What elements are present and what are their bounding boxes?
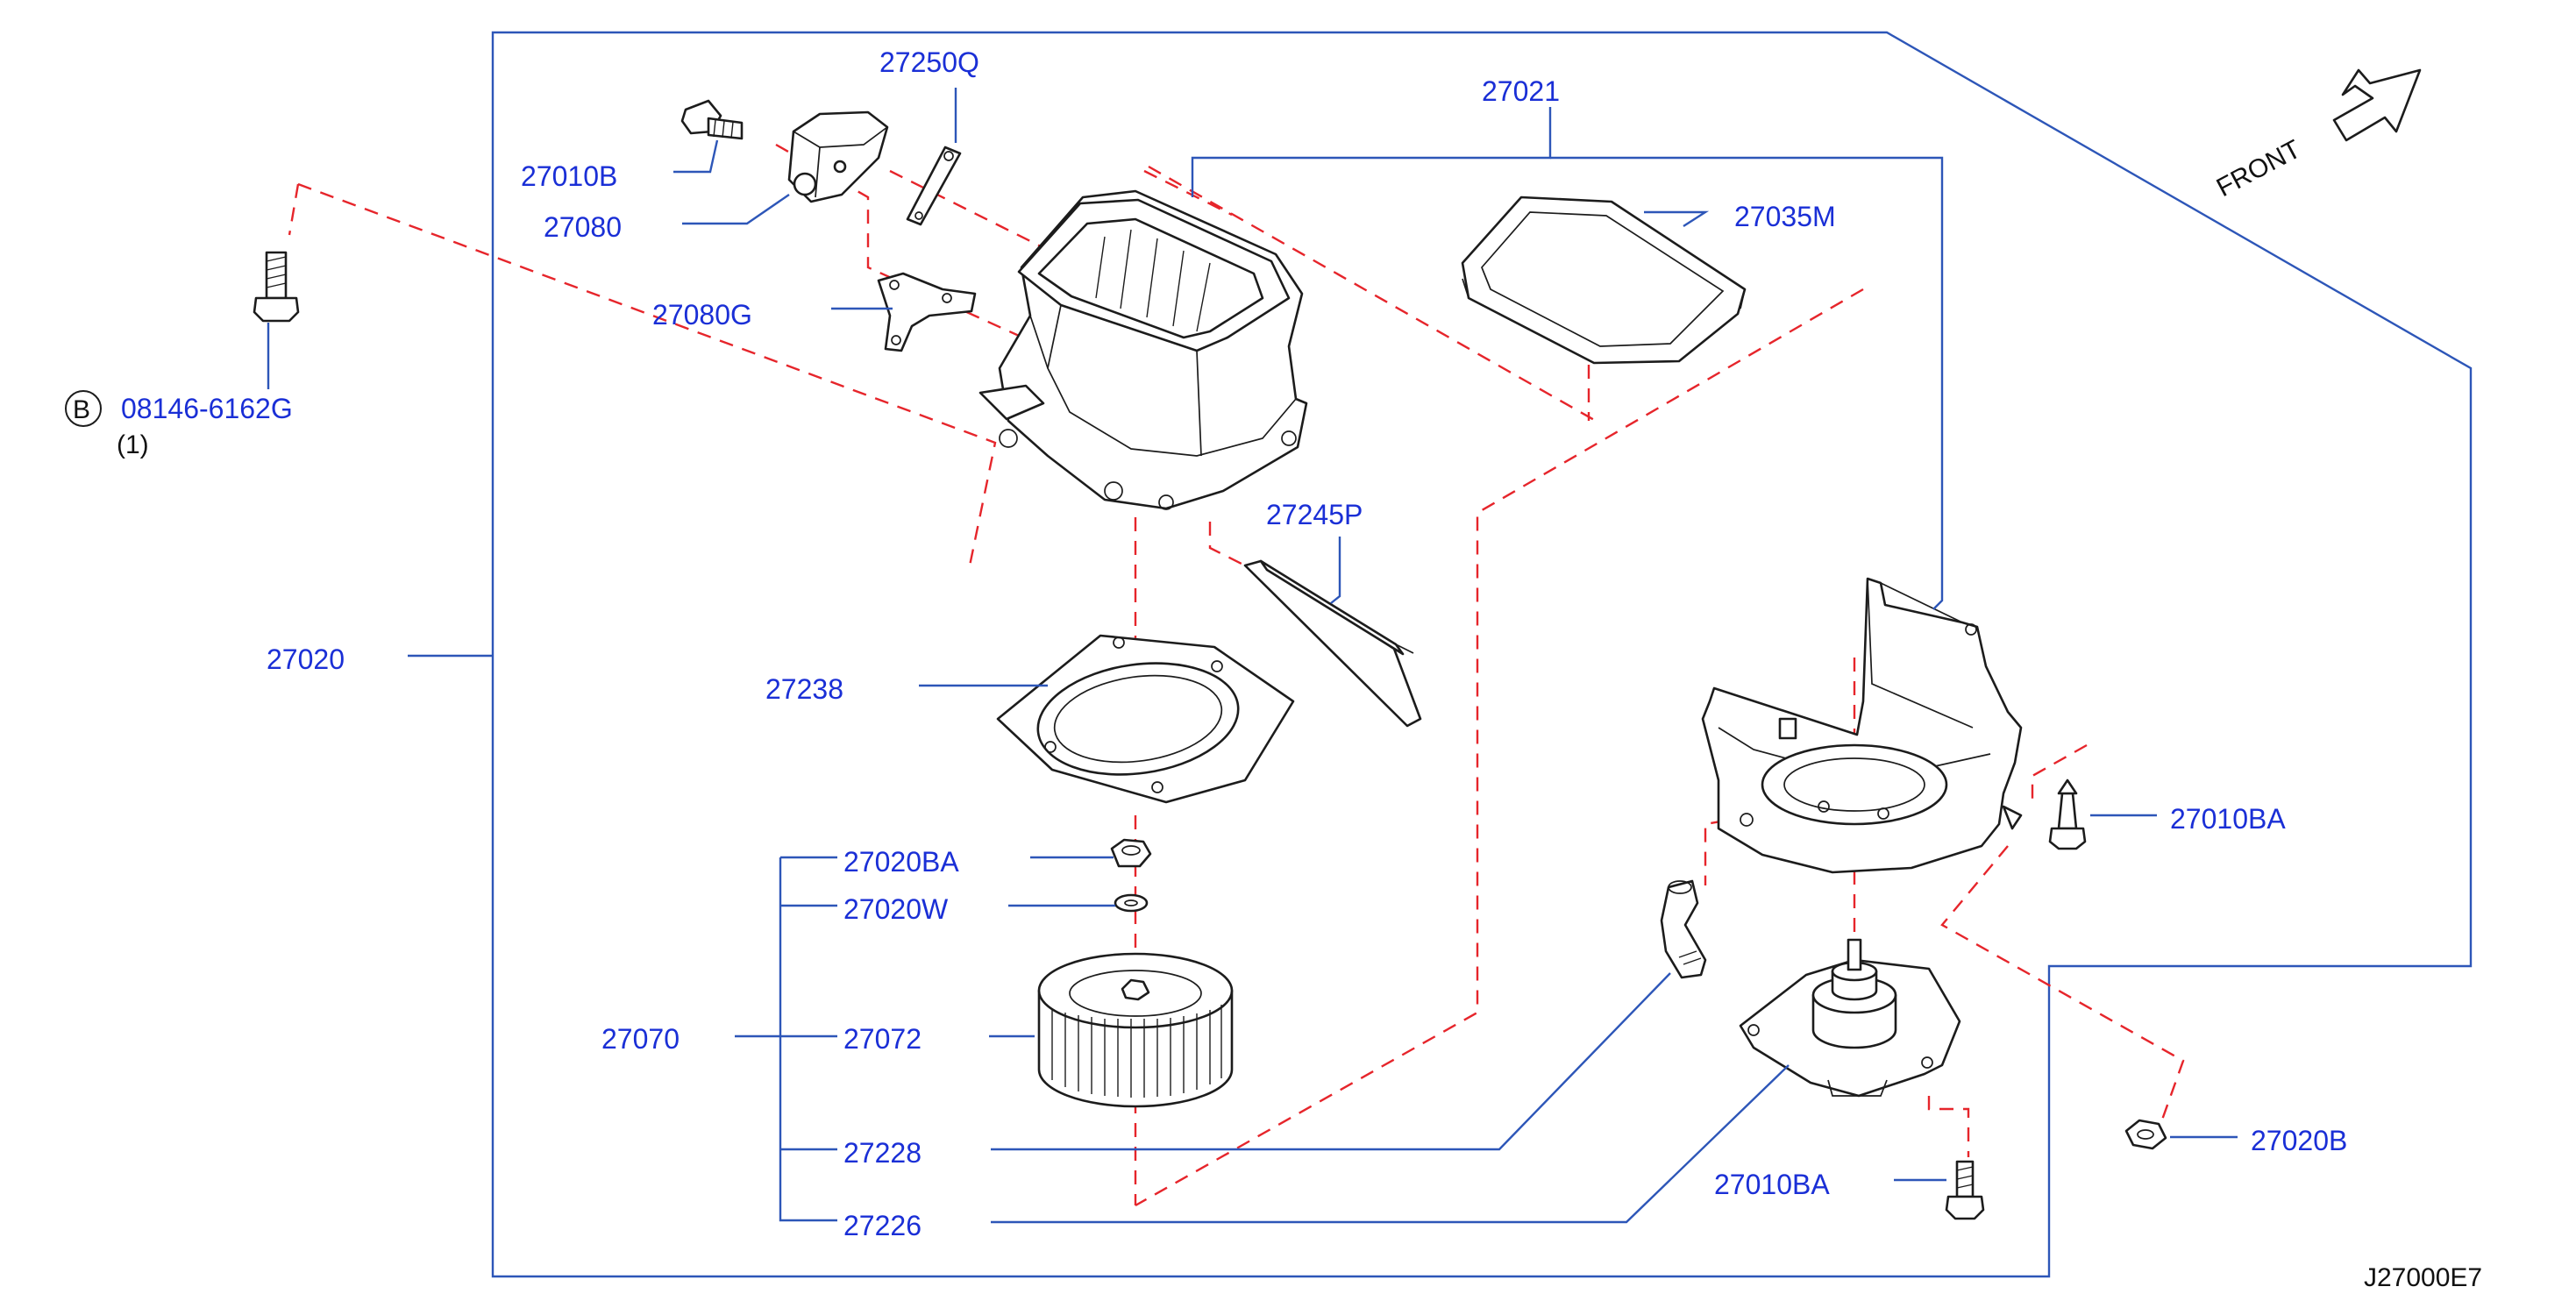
screw-27010ba-right-icon (2048, 778, 2087, 850)
label-27080: 27080 (544, 211, 622, 243)
bracket-27080g-icon (877, 272, 977, 352)
label-27020w: 27020W (843, 893, 949, 925)
label-27080g: 27080G (652, 299, 752, 331)
label-27020b: 27020B (2251, 1125, 2347, 1156)
blower-case-icon (1701, 577, 2023, 874)
label-27035m: 27035M (1734, 201, 1836, 232)
label-27020ba: 27020BA (843, 846, 959, 878)
bolt-spec-badge: B (73, 395, 90, 424)
bolt-08146-icon (253, 251, 300, 323)
label-27021: 27021 (1482, 75, 1560, 107)
assembly-boundary (491, 31, 2473, 1278)
washer-27020w-icon (1114, 893, 1149, 913)
drain-pipe-27228-icon (1660, 879, 1707, 979)
label-27070: 27070 (601, 1023, 680, 1055)
label-27245p: 27245P (1266, 499, 1363, 530)
seal-ring-27035m-icon (1461, 196, 1747, 365)
label-08146-6162g: B 08146-6162G (1) (65, 390, 293, 459)
screw-27010ba-bottom-icon (1945, 1160, 1985, 1220)
blower-motor-27226-icon (1739, 938, 1961, 1098)
link-rod-27250q-icon (906, 146, 962, 226)
bolt-27010b-icon (680, 99, 744, 140)
gasket-plate-27238-icon (996, 634, 1295, 804)
front-arrow-icon (2332, 68, 2422, 142)
nut-27020ba-icon (1110, 838, 1152, 868)
label-27020: 27020 (267, 643, 345, 675)
actuator-27080-icon (787, 110, 889, 203)
label-27072: 27072 (843, 1023, 922, 1055)
bolt-quantity: (1) (117, 430, 149, 459)
intake-housing-27021-icon (978, 189, 1308, 510)
label-27250q: 27250Q (879, 46, 979, 78)
diagram-code: J27000E7 (2364, 1263, 2482, 1292)
blower-fan-27072-icon (1037, 952, 1234, 1108)
label-27238: 27238 (765, 673, 843, 705)
svg-text:08146-6162G: 08146-6162G (121, 393, 293, 424)
label-27226: 27226 (843, 1210, 922, 1241)
nut-27020b-icon (2124, 1119, 2167, 1150)
label-27010ba-bottom: 27010BA (1714, 1169, 1830, 1200)
front-label: FRONT (2212, 135, 2306, 203)
label-27228: 27228 (843, 1137, 922, 1169)
leader-lines (267, 88, 2238, 1224)
label-27010b: 27010B (521, 160, 617, 192)
label-27010ba-right: 27010BA (2170, 803, 2286, 835)
filter-27245p-icon (1243, 559, 1422, 728)
